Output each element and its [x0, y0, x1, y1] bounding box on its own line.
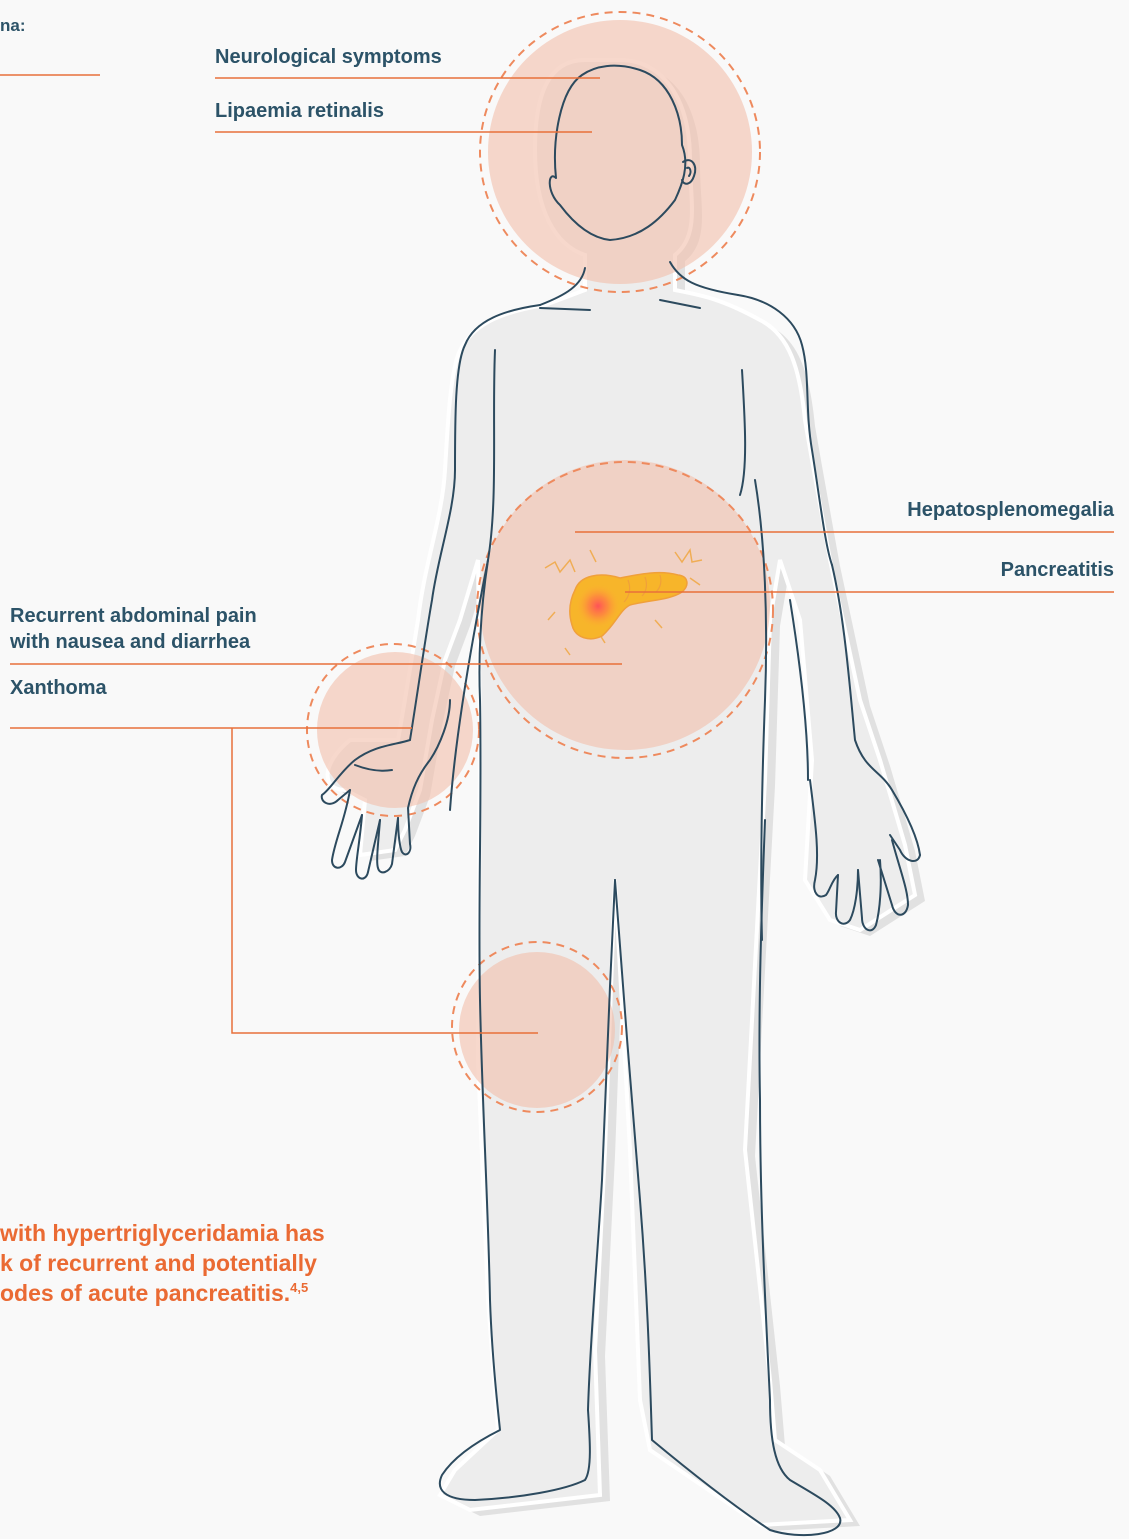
label-hepatosplenomegalia: Hepatosplenomegalia	[907, 498, 1114, 522]
callout-line-1: with hypertriglyceridamia has	[0, 1218, 325, 1248]
label-abdominal-pain-line1: Recurrent abdominal pain	[10, 604, 257, 628]
hand-highlight	[317, 652, 473, 808]
header-fragment: na:	[0, 14, 26, 38]
callout-line-3-text: odes of acute pancreatitis.	[0, 1280, 290, 1306]
label-xanthoma: Xanthoma	[10, 676, 107, 700]
label-abdominal-pain-line2: with nausea and diarrhea	[10, 630, 250, 654]
callout-line-3: odes of acute pancreatitis.4,5	[0, 1278, 325, 1308]
callout-references: 4,5	[290, 1280, 308, 1295]
label-lipaemia-retinalis: Lipaemia retinalis	[215, 99, 384, 123]
head-highlight	[488, 20, 752, 284]
callout-line-2: k of recurrent and potentially	[0, 1248, 325, 1278]
pancreatitis-risk-callout: with hypertriglyceridamia has k of recur…	[0, 1218, 325, 1308]
label-pancreatitis: Pancreatitis	[1001, 558, 1114, 582]
label-neurological-symptoms: Neurological symptoms	[215, 45, 442, 69]
